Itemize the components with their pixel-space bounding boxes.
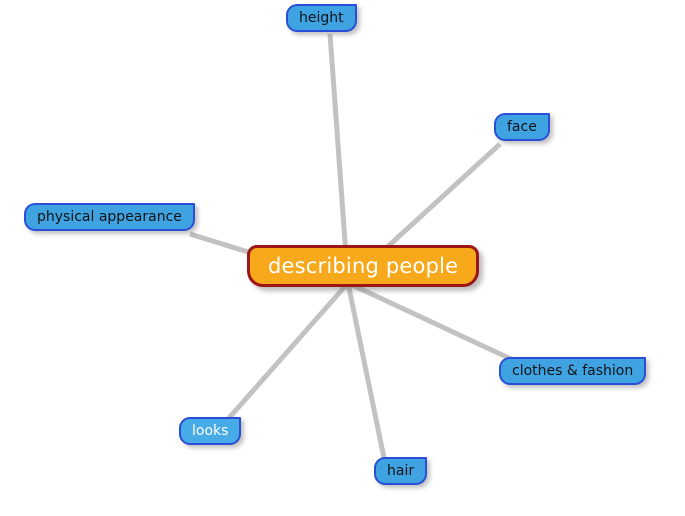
child-node-looks[interactable]: looks <box>179 417 242 445</box>
root-node-label: describing people <box>268 253 459 278</box>
child-node-face[interactable]: face <box>494 113 550 141</box>
root-node-describing-people[interactable]: describing people <box>247 245 480 287</box>
child-node-label: hair <box>387 463 415 479</box>
connector-height <box>327 33 351 284</box>
child-node-label: clothes & fashion <box>512 363 634 379</box>
child-node-hair[interactable]: hair <box>374 457 428 485</box>
child-node-clothes-and-fashion[interactable]: clothes & fashion <box>499 357 647 385</box>
child-node-physical-appearance[interactable]: physical appearance <box>24 203 195 231</box>
connector-clothes-and-fashion <box>346 280 515 363</box>
child-node-label: looks <box>192 423 229 439</box>
child-node-label: height <box>299 10 344 26</box>
child-node-label: face <box>507 119 537 135</box>
child-node-height[interactable]: height <box>286 4 357 32</box>
connector-looks <box>227 281 350 420</box>
connector-hair <box>345 282 387 459</box>
child-node-label: physical appearance <box>37 209 182 225</box>
